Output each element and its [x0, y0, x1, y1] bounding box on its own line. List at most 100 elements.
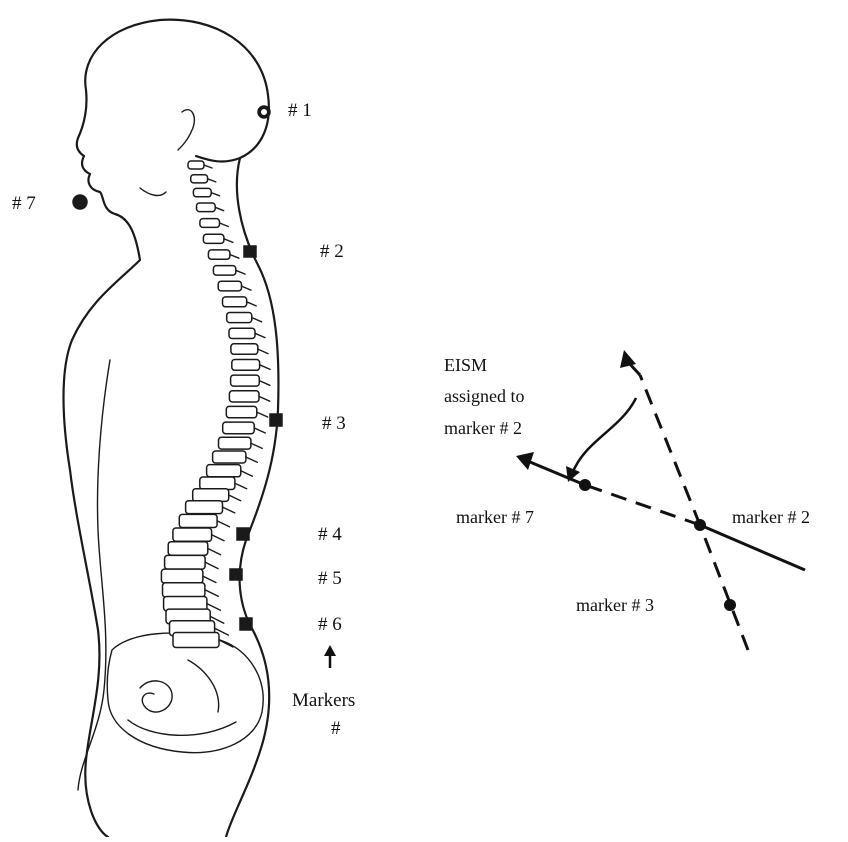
marker-5-dot: [230, 569, 242, 580]
spinous-process: [205, 590, 218, 597]
spinous-process: [223, 507, 235, 513]
arm-line: [78, 360, 110, 790]
spinous-process: [208, 549, 221, 555]
vertebra: [226, 406, 256, 417]
vertebra: [231, 375, 260, 386]
spinous-process: [241, 471, 253, 476]
spinous-process: [258, 349, 268, 354]
vertebra: [163, 583, 205, 597]
spinous-process: [247, 302, 257, 306]
point-marker-7: [579, 479, 591, 491]
marker-3-dot: [270, 414, 282, 426]
vertebra: [229, 328, 255, 338]
vertebra: [207, 465, 241, 477]
spinous-process: [235, 483, 247, 489]
axis-dashed-7-2: [585, 485, 700, 525]
label-marker-2: marker # 2: [732, 507, 810, 527]
marker-5-label: # 5: [318, 568, 342, 589]
spinous-process: [229, 495, 241, 501]
marker-6-dot: [240, 618, 252, 630]
spinous-process: [230, 255, 239, 259]
spinous-process: [217, 521, 229, 527]
markers-caption-line2: #: [331, 718, 341, 739]
spinous-process: [208, 179, 216, 182]
spinous-process: [259, 381, 270, 386]
vertebra: [188, 161, 204, 169]
up-arrow-icon: [324, 645, 336, 668]
vertebra: [218, 281, 241, 291]
pelvis: [107, 633, 263, 752]
vertebra: [213, 266, 235, 276]
markers-caption-line1: Markers: [292, 690, 355, 711]
vertebra: [197, 203, 216, 212]
spinous-process: [246, 457, 257, 462]
jaw-line: [140, 188, 166, 195]
spinous-process: [204, 165, 212, 168]
spinous-process: [257, 412, 268, 417]
label-marker-7: marker # 7: [456, 507, 534, 527]
spinous-process: [224, 239, 233, 243]
marker-2-label: # 2: [320, 241, 344, 262]
marker-1-label: # 1: [288, 100, 312, 121]
vertebra: [191, 175, 208, 183]
marker-3-label: # 3: [322, 413, 346, 434]
spinous-process: [215, 207, 224, 210]
spinous-process: [205, 562, 218, 568]
vertebra: [223, 422, 255, 434]
vertebra: [173, 528, 212, 541]
marker-7-label: # 7: [12, 193, 36, 214]
vertebra: [165, 555, 206, 569]
vertebra: [229, 391, 259, 402]
spinous-process: [212, 535, 225, 541]
marker-4-label: # 4: [318, 524, 342, 545]
spinous-process: [260, 365, 270, 370]
spinous-process: [252, 318, 262, 322]
angle-diagram: [516, 350, 805, 650]
point-marker-2: [694, 519, 706, 531]
point-marker-3: [724, 599, 736, 611]
vertebra: [203, 234, 224, 243]
spinous-process: [251, 443, 262, 448]
vertebra: [186, 501, 223, 514]
marker-7-dot: [73, 195, 87, 209]
vertebra: [168, 542, 208, 556]
vertebra: [223, 297, 247, 307]
spinous-process: [236, 270, 245, 274]
vertebra: [227, 313, 252, 323]
vertebra: [200, 477, 235, 490]
axis-dashed-upper: [640, 375, 700, 525]
eism-label-line2: assigned to: [444, 386, 525, 406]
vertebra: [200, 219, 220, 228]
marker-1-center: [261, 109, 267, 115]
marker-2-dot: [244, 246, 256, 257]
vertebra: [219, 437, 251, 449]
vertebra: [193, 188, 211, 196]
vertebra: [179, 514, 217, 527]
vertebra: [213, 451, 246, 463]
spinous-process: [259, 396, 270, 401]
top-arrowhead-icon: [620, 350, 636, 368]
vertebra: [231, 344, 258, 355]
spinous-process: [203, 576, 216, 582]
vertebra: [193, 489, 229, 502]
label-marker-3: marker # 3: [576, 595, 654, 615]
vertebra: [208, 250, 230, 259]
marker-4-dot: [237, 528, 249, 540]
spinous-process: [211, 193, 219, 196]
spinous-process: [219, 640, 233, 647]
eism-label-line1: EISM: [444, 355, 487, 375]
spinous-process: [242, 286, 252, 290]
vertebra: [232, 360, 260, 371]
eism-label-line3: marker # 2: [444, 418, 522, 438]
spinous-process: [255, 333, 265, 337]
spinal-column: [161, 161, 270, 648]
marker-6-label: # 6: [318, 614, 342, 635]
spinous-process: [254, 428, 265, 433]
spinous-process: [220, 223, 229, 227]
angle-arc: [572, 398, 636, 474]
vertebra: [161, 569, 203, 583]
ear-line: [178, 110, 194, 150]
vertebra: [173, 633, 219, 648]
